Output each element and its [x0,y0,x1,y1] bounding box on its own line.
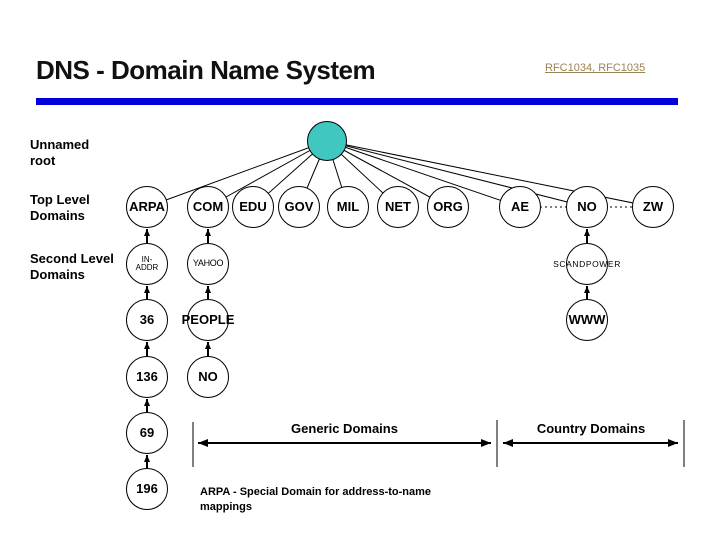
tree-node-zw: ZW [632,186,674,228]
title-divider-bar [36,98,678,105]
tree-node-net: NET [377,186,419,228]
tree-node-org: ORG [427,186,469,228]
tree-node-no: NO [566,186,608,228]
page-title: DNS - Domain Name System [36,55,376,85]
arpa-note: ARPA - Special Domain for address-to-nam… [200,486,432,513]
label-country-domains: Country Domains [536,421,646,436]
tree-node-www: WWW [566,299,608,341]
tree-node-gov: GOV [278,186,320,228]
tree-node-edu: EDU [232,186,274,228]
tree-node-36: 36 [126,299,168,341]
tree-node-no-second-level: NO [187,356,229,398]
tree-node-scandpower: SCANDPOWER [553,243,620,285]
tree-node-69: 69 [126,412,168,454]
tree-node-arpa: ARPA [126,186,168,228]
label-generic-domains: Generic Domains [291,421,398,436]
tree-node-136: 136 [126,356,168,398]
tree-node-in-addr: IN-ADDR [126,243,168,285]
tree-node-mil: MIL [327,186,369,228]
tree-node-196: 196 [126,468,168,510]
tree-node-unnamed-root [307,121,347,161]
tree-node-yahoo: YAHOO [187,243,229,285]
rfc-link[interactable]: RFC1034, RFC1035 [545,62,646,74]
label-unnamed-root: Unnamed root [30,137,90,169]
tree-node-people: PEOPLE [182,299,234,341]
label-top-level-domains: Top Level Domains [30,192,90,224]
label-second-level-domains: Second Level Domains [30,251,114,283]
tree-node-com: COM [187,186,229,228]
tree-node-ae: AE [499,186,541,228]
